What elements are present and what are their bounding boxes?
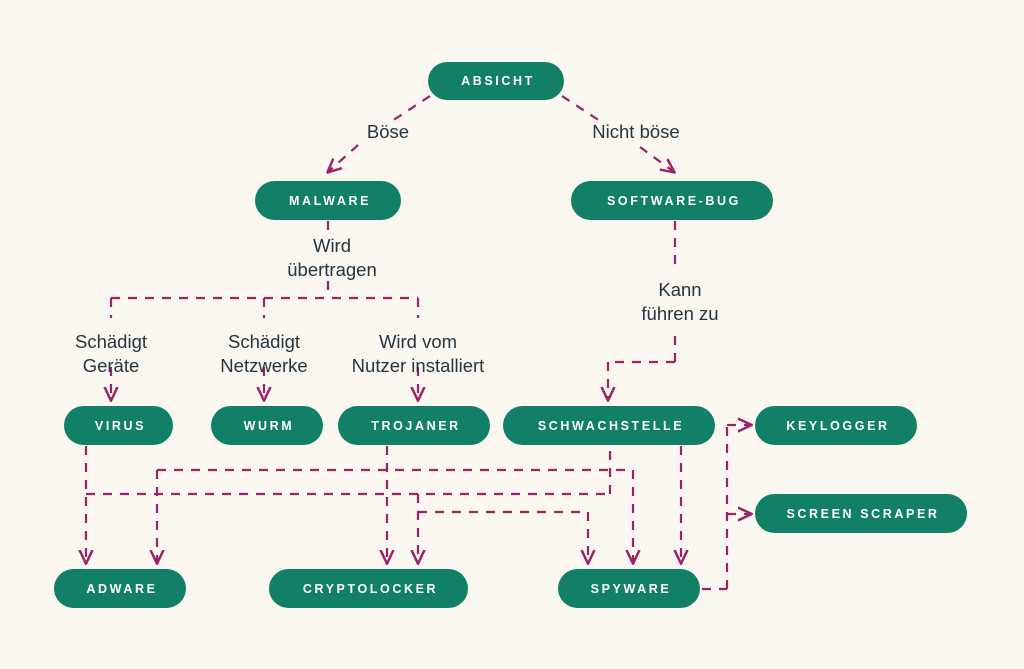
node-label-spyware: SPYWARE (590, 581, 672, 596)
edge-label-schaedigt-geraete: Schädigt Geräte (75, 331, 147, 377)
edge-label-nicht-boese: Nicht böse (592, 121, 680, 142)
node-spyware[interactable]: SPYWARE (558, 569, 700, 608)
node-label-malware: MALWARE (288, 193, 372, 208)
node-label-schwachstelle: SCHWACHSTELLE (537, 418, 685, 433)
node-label-adware: ADWARE (86, 581, 158, 596)
node-label-wurm: WURM (243, 418, 295, 433)
edge-absicht-malware-b (328, 144, 359, 172)
node-software-bug[interactable]: SOFTWARE-BUG (571, 181, 773, 220)
edge-absicht-malware-a (391, 95, 431, 122)
edge-absicht-softwarebug-a (561, 95, 601, 122)
node-label-virus: VIRUS (94, 418, 147, 433)
node-schwachstelle[interactable]: SCHWACHSTELLE (503, 406, 715, 445)
node-cryptolocker[interactable]: CRYPTOLOCKER (269, 569, 468, 608)
node-label-screen-scraper: SCREEN SCRAPER (786, 506, 940, 521)
node-virus[interactable]: VIRUS (64, 406, 173, 445)
node-trojaner[interactable]: TROJANER (338, 406, 490, 445)
node-screen-scraper[interactable]: SCREEN SCRAPER (755, 494, 967, 533)
node-label-trojaner: TROJANER (371, 418, 461, 433)
edge-label-schaedigt-netzwerke: Schädigt Netzwerke (220, 331, 308, 377)
node-label-keylogger: KEYLOGGER (786, 418, 890, 433)
edge-label-wird-vom-nutzer-installiert: Wird vom Nutzer installiert (351, 331, 485, 377)
node-malware[interactable]: MALWARE (255, 181, 401, 220)
node-label-cryptolocker: CRYPTOLOCKER (302, 581, 439, 596)
node-keylogger[interactable]: KEYLOGGER (755, 406, 917, 445)
edge-label-boese: Böse (366, 121, 410, 142)
node-label-software-bug: SOFTWARE-BUG (607, 193, 741, 208)
edge-label-kann-fuehren-zu: Kann führen zu (641, 279, 719, 325)
node-absicht[interactable]: ABSICHT (428, 62, 564, 100)
edge-absicht-softwarebug-b (639, 146, 674, 172)
node-adware[interactable]: ADWARE (54, 569, 186, 608)
edge-label-wird-uebertragen: Wird übertragen (287, 235, 377, 281)
node-wurm[interactable]: WURM (211, 406, 323, 445)
node-label-absicht: ABSICHT (461, 74, 535, 88)
